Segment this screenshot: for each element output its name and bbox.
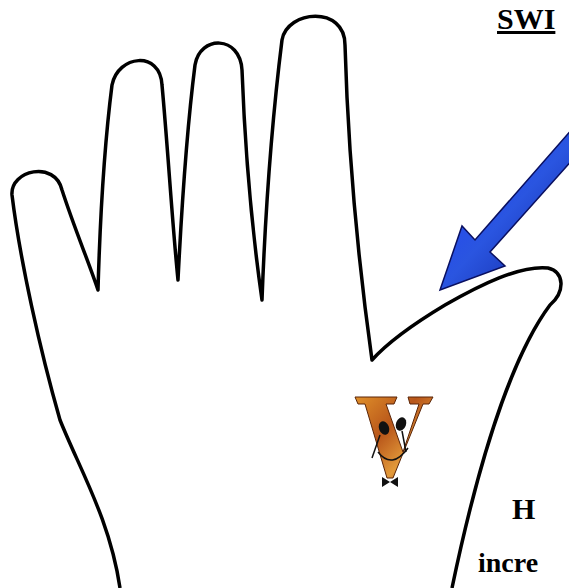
heading-fragment: H bbox=[512, 492, 535, 525]
hand-outline bbox=[12, 16, 561, 588]
pointer-arrow bbox=[440, 120, 569, 290]
heading-fragment: SWI bbox=[497, 2, 555, 35]
v-logo bbox=[355, 397, 433, 487]
heading-fragment: incre bbox=[478, 548, 538, 579]
